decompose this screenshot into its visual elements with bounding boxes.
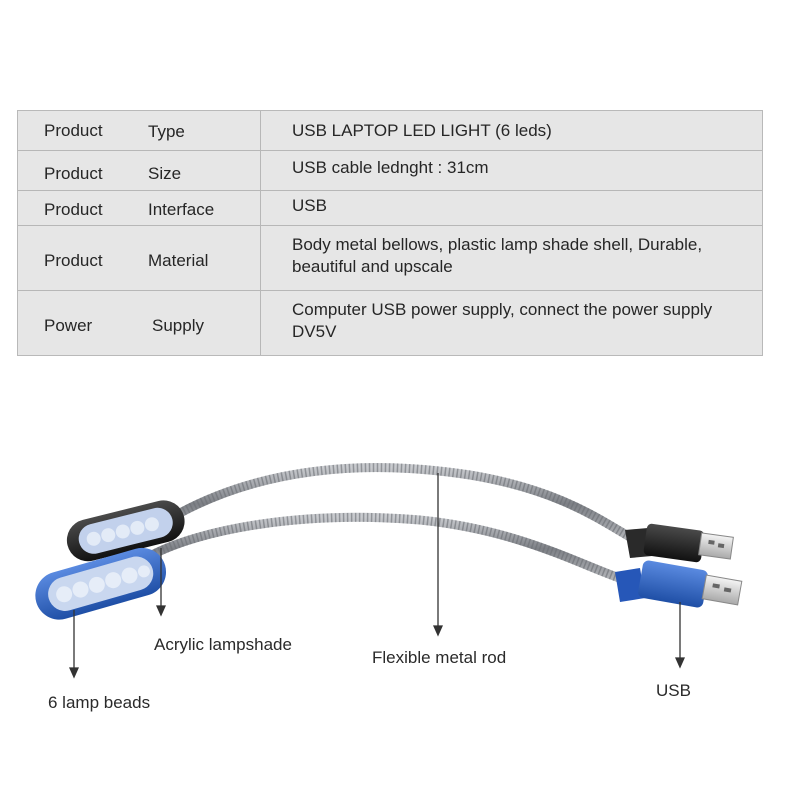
- row-value: USB LAPTOP LED LIGHT (6 leds): [292, 121, 552, 140]
- product-illustration: Acrylic lampshade 6 lamp beads Flexible …: [0, 380, 800, 800]
- callout-usb: USB: [656, 681, 691, 700]
- beads-arrowhead: [68, 667, 80, 679]
- table-row: Product Size USB cable lednght : 31cm: [18, 151, 762, 191]
- callout-metal-rod: Flexible metal rod: [372, 648, 507, 667]
- row-value: Body metal bellows, plastic lamp shade s…: [292, 235, 703, 276]
- black-lamp-head: [66, 500, 185, 562]
- callout-arrows: [68, 473, 686, 679]
- row-label-primary: Power: [44, 316, 93, 335]
- blue-usb-connector: [615, 560, 743, 608]
- column-divider: [260, 111, 261, 355]
- row-label-primary: Product: [44, 121, 103, 140]
- table-row: Product Type USB LAPTOP LED LIGHT (6 led…: [18, 111, 762, 151]
- rod-arrowhead: [432, 625, 444, 637]
- callout-lamp-beads: 6 lamp beads: [48, 693, 151, 712]
- row-label-secondary: Size: [148, 164, 182, 183]
- row-label-primary: Product: [44, 200, 103, 219]
- row-value: USB cable lednght : 31cm: [292, 158, 489, 177]
- spec-table: Product Type USB LAPTOP LED LIGHT (6 led…: [17, 110, 763, 356]
- row-value: USB: [292, 196, 327, 215]
- row-label-secondary: Material: [148, 251, 209, 270]
- table-row: Product Interface USB: [18, 191, 762, 226]
- table-row: Power Supply Computer USB power supply, …: [18, 291, 762, 355]
- row-label-secondary: Supply: [152, 316, 204, 335]
- row-label-primary: Product: [44, 164, 103, 183]
- black-usb-connector: [625, 523, 734, 563]
- lampshade-arrowhead: [155, 605, 167, 617]
- blue-lamp-head: [35, 547, 167, 620]
- callout-acrylic-lampshade: Acrylic lampshade: [154, 635, 292, 654]
- row-label-secondary: Interface: [148, 200, 215, 219]
- table-row: Product Material Body metal bellows, pla…: [18, 226, 762, 291]
- usb-arrowhead: [674, 657, 686, 669]
- row-value: Computer USB power supply, connect the p…: [292, 300, 713, 341]
- row-label-secondary: Type: [148, 122, 185, 141]
- usb-lamp-drawing: [35, 463, 743, 679]
- row-label-primary: Product: [44, 251, 103, 270]
